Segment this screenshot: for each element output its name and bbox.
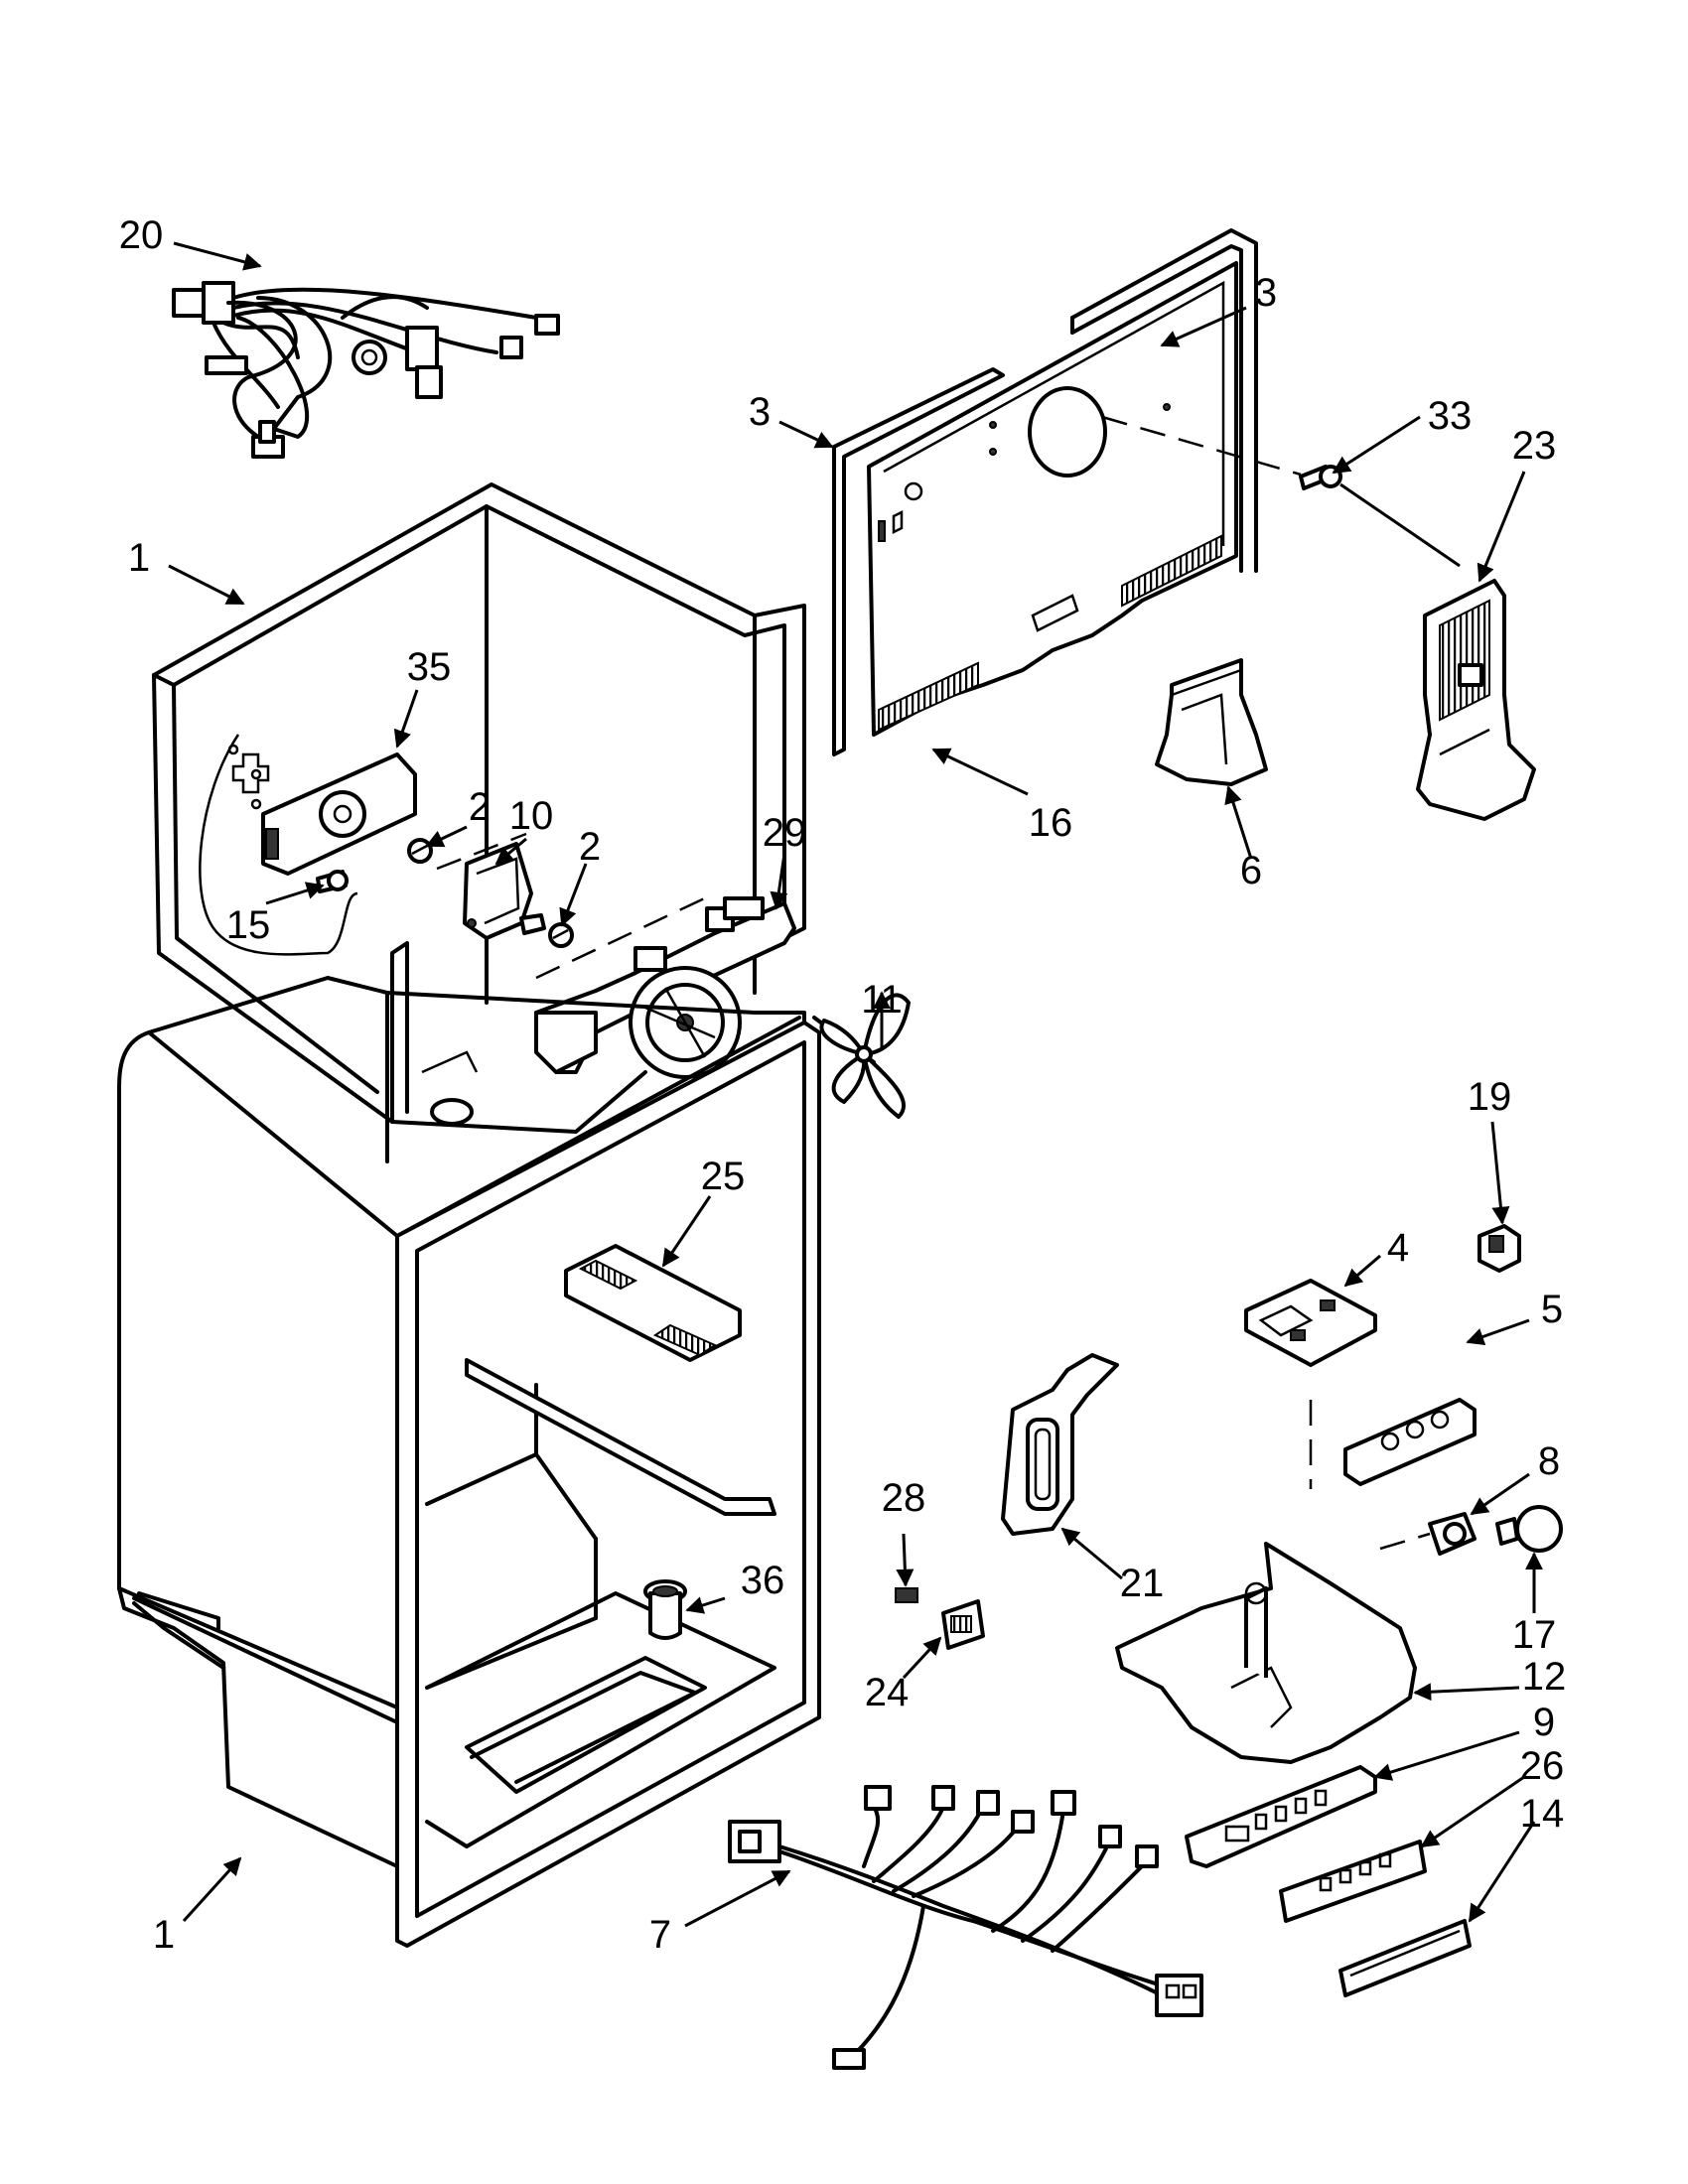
dash-line-3 — [1101, 415, 1302, 477]
callout-11: 11 — [861, 978, 903, 1022]
callout-9: 9 — [1533, 1701, 1555, 1744]
part-12-housing — [1115, 1542, 1417, 1764]
dash-line-2 — [436, 832, 527, 871]
callout-19: 19 — [1468, 1075, 1512, 1119]
part-26-overlay — [1279, 1840, 1427, 1923]
part-5-display-board — [1343, 1398, 1477, 1486]
dash-line-10 — [535, 891, 716, 980]
part-10-control — [463, 842, 546, 940]
part-14-lens — [1338, 1919, 1472, 1997]
callout-labels: 20 1 3 3 33 23 35 2 10 29 2 15 16 6 11 1… — [119, 213, 1567, 1957]
callout-35: 35 — [407, 645, 452, 689]
part-28-connector — [895, 1587, 918, 1603]
callout-8: 8 — [1538, 1439, 1560, 1483]
callout-15: 15 — [226, 903, 271, 947]
callout-5: 5 — [1541, 1288, 1563, 1331]
part-3-gasket-left — [832, 367, 1005, 756]
part-4-control-board — [1244, 1279, 1377, 1367]
callout-4: 4 — [1387, 1226, 1409, 1270]
part-20-wire-harness — [172, 281, 560, 459]
callout-10: 10 — [509, 794, 554, 838]
callout-28: 28 — [882, 1476, 926, 1520]
callout-25: 25 — [701, 1155, 746, 1198]
callout-16: 16 — [1029, 801, 1073, 845]
line-33-23 — [1339, 482, 1461, 568]
part-3-gasket-right — [1070, 228, 1258, 573]
part-2-clip-lower — [548, 922, 574, 948]
part-29-fan-bracket — [534, 896, 796, 1079]
callout-26: 26 — [1520, 1744, 1565, 1788]
callout-1-lower: 1 — [153, 1913, 175, 1957]
callout-2-lower: 2 — [579, 825, 601, 869]
callout-7: 7 — [649, 1913, 671, 1957]
part-19-switch — [1477, 1224, 1521, 1273]
callout-17: 17 — [1512, 1613, 1557, 1657]
leader-arrows — [168, 241, 1543, 1928]
callout-14: 14 — [1520, 1792, 1565, 1836]
callout-36: 36 — [741, 1559, 785, 1602]
part-9-control-housing — [1185, 1765, 1377, 1868]
part-2-clip-upper — [407, 838, 433, 864]
part-1-lower-cabinet — [117, 976, 821, 1948]
part-15-screw — [316, 870, 349, 893]
part-36-stopper — [643, 1579, 687, 1640]
part-33-screw — [1299, 465, 1342, 490]
callout-21: 21 — [1120, 1562, 1165, 1605]
callout-20: 20 — [119, 213, 164, 257]
part-21-bracket — [1001, 1353, 1119, 1536]
callout-33: 33 — [1428, 394, 1473, 438]
part-11-fan-blade — [812, 993, 911, 1119]
part-23-vent — [1416, 579, 1536, 821]
dash-line-8 — [1379, 1532, 1431, 1551]
callout-3-left: 3 — [749, 390, 771, 434]
part-25-light-cover — [564, 1244, 742, 1362]
callout-29: 29 — [763, 811, 807, 855]
callout-1-upper: 1 — [128, 536, 150, 580]
part-7-wire-harness — [728, 1785, 1203, 2070]
callout-6: 6 — [1240, 849, 1262, 892]
callout-24: 24 — [865, 1671, 910, 1714]
part-6-duct — [1155, 658, 1268, 786]
callout-2-upper: 2 — [469, 785, 491, 829]
part-24-label — [941, 1599, 985, 1650]
part-35-bracket — [261, 752, 417, 876]
callout-23: 23 — [1512, 424, 1557, 468]
callout-12: 12 — [1522, 1655, 1567, 1699]
callout-3-right: 3 — [1255, 271, 1277, 315]
part-16-panel — [867, 261, 1238, 737]
part-8-socket — [1428, 1512, 1477, 1556]
part-17-bulb — [1495, 1505, 1563, 1553]
